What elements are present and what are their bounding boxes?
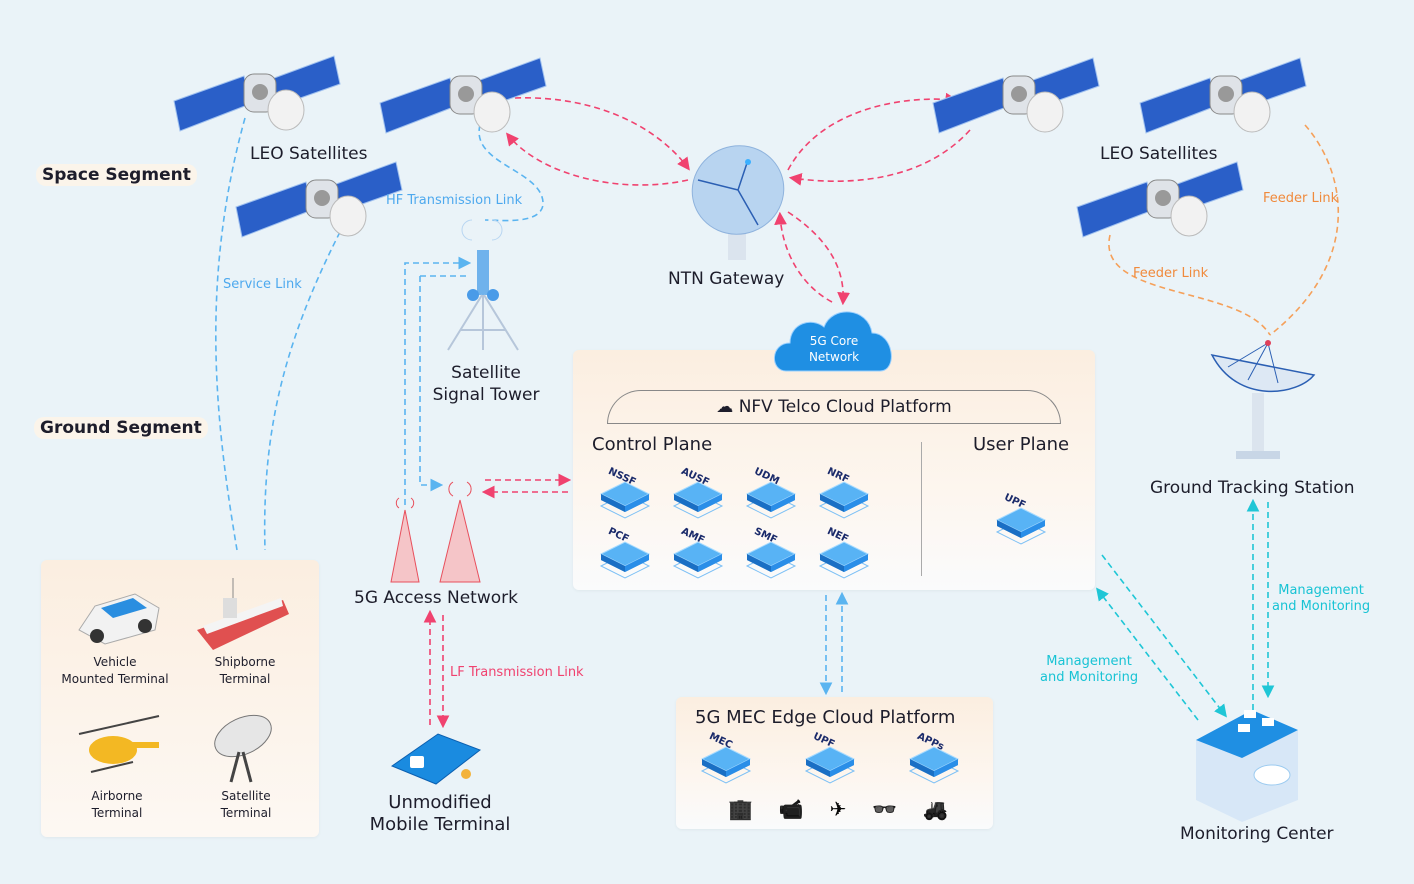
orange-links	[1108, 124, 1340, 336]
chip-icon	[908, 746, 960, 784]
network-function-chip: UPF	[993, 492, 1049, 552]
feeder-link-label: Feeder Link	[1263, 191, 1339, 206]
chip-icon	[818, 541, 870, 579]
5g-access-network-label: 5G Access Network	[354, 588, 518, 608]
chip-icon	[745, 541, 797, 579]
network-function-chip: NRF	[816, 466, 872, 526]
space-segment-label: Space Segment	[36, 164, 197, 186]
chip-icon	[599, 481, 651, 519]
hf-link-label: HF Transmission Link	[386, 193, 523, 208]
drone-icon: ✈	[829, 797, 847, 821]
helicopter-icon	[78, 715, 160, 773]
cloud-network-icon: ☁	[716, 397, 734, 417]
chip-icon	[818, 481, 870, 519]
network-function-chip: PCF	[597, 526, 653, 586]
ground-station-label: Ground Tracking Station	[1150, 478, 1355, 498]
feeder-link-label: Feeder Link	[1133, 266, 1209, 281]
leo-satellites-label-right: LEO Satellites	[1100, 144, 1218, 164]
cyan-links	[1096, 498, 1275, 721]
satellite-icon	[379, 57, 547, 134]
nfv-title-bar: ☁ NFV Telco Cloud Platform	[607, 390, 1061, 424]
chip-icon	[599, 541, 651, 579]
user-plane-label: User Plane	[973, 434, 1070, 455]
chip-icon	[672, 541, 724, 579]
satellite-icon	[173, 55, 341, 132]
network-function-chip: UDM	[743, 466, 799, 526]
satellite-icon	[235, 161, 403, 238]
network-function-chip: NEF	[816, 526, 872, 586]
nfv-telco-cloud-panel: ☁ NFV Telco Cloud Platform Control Plane…	[573, 350, 1095, 590]
network-function-chip: APPs	[906, 731, 962, 791]
chip-icon	[700, 746, 752, 784]
network-function-chip: AMF	[670, 526, 726, 586]
ground-tracking-dish-icon	[1210, 340, 1316, 459]
network-function-chip: UPF	[802, 731, 858, 791]
network-function-chip: SMF	[743, 526, 799, 586]
service-link-label: Service Link	[223, 277, 302, 292]
satellite-icon	[932, 57, 1100, 134]
monitoring-center-icon	[1196, 710, 1298, 822]
leo-satellites-label-left: LEO Satellites	[250, 144, 368, 164]
network-function-chip: NSSF	[597, 466, 653, 526]
building-icon: 🏢	[728, 797, 753, 821]
mec-edge-cloud-panel: 5G MEC Edge Cloud Platform MEC UPF APPs 🏢 📹…	[676, 697, 993, 829]
forklift-icon: 🚜	[923, 797, 948, 821]
monitoring-center-label: Monitoring Center	[1180, 824, 1334, 844]
ntn-gateway-label: NTN Gateway	[668, 269, 785, 289]
chip-icon	[804, 746, 856, 784]
control-plane-label: Control Plane	[592, 434, 713, 455]
satellite-icon	[1139, 57, 1307, 134]
vr-headset-icon: 👓	[872, 797, 898, 821]
5g-core-cloud-icon	[774, 311, 892, 372]
blue-links	[215, 117, 849, 696]
satellite-icon	[1076, 161, 1244, 238]
satellite-dish-icon	[214, 714, 272, 783]
chip-icon	[995, 507, 1047, 545]
chip-icon	[672, 481, 724, 519]
ground-segment-label: Ground Segment	[34, 417, 208, 439]
plane-divider	[921, 442, 922, 576]
mobile-phone-icon	[390, 733, 482, 785]
lf-link-label: LF Transmission Link	[450, 665, 584, 680]
car-icon	[78, 593, 160, 645]
ship-icon	[197, 578, 289, 650]
network-function-chip: MEC	[698, 731, 754, 791]
5g-base-station-icon	[390, 481, 481, 583]
chip-icon	[745, 481, 797, 519]
camera-icon: 📹	[778, 797, 804, 821]
satellite-signal-tower-icon	[447, 219, 519, 351]
network-function-chip: AUSF	[670, 466, 726, 526]
mec-title: 5G MEC Edge Cloud Platform	[695, 707, 956, 728]
ntn-gateway-dish-icon	[691, 145, 785, 260]
nfv-title: NFV Telco Cloud Platform	[738, 397, 952, 417]
pink-links	[423, 92, 971, 729]
